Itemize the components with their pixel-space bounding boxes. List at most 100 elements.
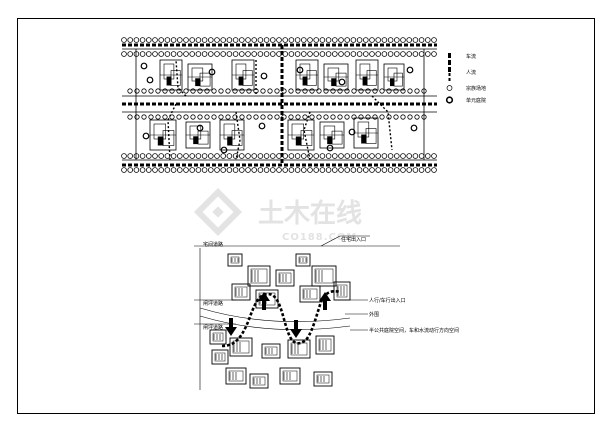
tree-icon [418, 51, 425, 57]
vehicle-flow-routes [122, 43, 437, 167]
tree-icon [331, 37, 338, 43]
tree-icon [127, 37, 133, 43]
tree-icon [400, 88, 406, 94]
tree-icon [393, 167, 400, 173]
tree-icon [276, 37, 282, 43]
tree-icon [393, 51, 400, 57]
tree-icon [211, 114, 217, 120]
tree-icon [344, 167, 351, 173]
tree-icon [189, 167, 196, 173]
building-cluster [353, 117, 379, 149]
section-building-blocks [209, 253, 351, 389]
tree-icon [300, 37, 307, 43]
tree-icon [337, 114, 343, 120]
tree-icon [319, 167, 326, 173]
tree-icon [431, 153, 437, 159]
tree-icon [251, 51, 258, 57]
tree-icon [225, 114, 231, 120]
tree-icon [424, 51, 431, 57]
tree-icon [197, 114, 203, 120]
tree-icon [232, 88, 238, 94]
tree-icon [269, 167, 276, 173]
tree-icon [121, 51, 127, 57]
label-left-lower: 闸坪道路 [203, 324, 223, 331]
legend-pedestrian-label: 人流 [466, 69, 476, 76]
building-cluster [149, 119, 177, 151]
tree-icon [307, 51, 313, 57]
tree-icon [208, 51, 214, 57]
tree-icon [325, 153, 332, 159]
tree-icon [276, 167, 282, 173]
arrow-up-icon [319, 292, 331, 310]
tree-icon [139, 153, 146, 159]
tree-icon [295, 114, 301, 120]
tree-icon [232, 153, 239, 159]
tree-icon [393, 114, 399, 120]
tree-icon [300, 167, 307, 173]
building-cluster [185, 121, 211, 149]
tree-icon [369, 153, 375, 159]
tree-icon [406, 37, 413, 43]
tree-icon [412, 153, 419, 159]
tree-icon [164, 37, 171, 43]
tree-icon [288, 88, 294, 94]
tree-icon [139, 167, 146, 173]
tree-icon [316, 114, 322, 120]
tree-icon [288, 153, 295, 159]
tree-icon [195, 37, 202, 43]
tree-icon [387, 51, 394, 57]
tree-icon [282, 37, 289, 43]
tree-icon [214, 51, 220, 57]
tree-icon [226, 37, 233, 43]
tree-icon [356, 153, 363, 159]
courtyard-tree-icon [260, 72, 268, 80]
tree-icon [344, 51, 351, 57]
tree-icon [424, 37, 431, 43]
tree-icon [127, 51, 133, 57]
tree-icon [257, 37, 264, 43]
tree-icon [406, 51, 413, 57]
tree-icon [331, 153, 338, 159]
courtyard-tree-icon [348, 128, 356, 136]
tree-icon [356, 167, 363, 173]
tree-icon [218, 88, 224, 94]
tree-icon [307, 37, 313, 43]
tree-icon [139, 51, 146, 57]
courtyard-tree-icon [258, 122, 266, 130]
tree-icon [220, 37, 227, 43]
tree-icon [208, 153, 214, 159]
watermark: 土木在线 CO188.COM [193, 187, 362, 243]
tree-icon [267, 114, 273, 120]
tree-icon [375, 153, 382, 159]
tree-icon [362, 153, 369, 159]
legend-hollow-circle-label: 宗族场地 [466, 85, 486, 92]
section-block [261, 343, 281, 359]
tree-icon [239, 153, 245, 159]
tree-icon [307, 153, 313, 159]
tree-icon [407, 114, 413, 120]
tree-icon [406, 167, 413, 173]
tree-icon [400, 114, 406, 120]
tree-icon [177, 153, 183, 159]
tree-icon [350, 51, 357, 57]
tree-icon [190, 88, 196, 94]
tree-icon [177, 51, 183, 57]
tree-icon [220, 51, 227, 57]
tree-icon [239, 88, 245, 94]
tree-icon [195, 153, 202, 159]
tree-icon [201, 153, 208, 159]
tree-icon [257, 167, 264, 173]
tree-icon [226, 167, 233, 173]
tree-icon [146, 37, 152, 43]
tree-icon [325, 167, 332, 173]
tree-icon [344, 153, 351, 159]
tree-icon [358, 88, 364, 94]
tree-icon [226, 153, 233, 159]
tree-icon [288, 37, 295, 43]
tree-icon [197, 88, 203, 94]
tree-icon [245, 51, 251, 57]
courtyard-tree-icon [410, 124, 418, 132]
section-block [247, 265, 271, 287]
tree-icon [245, 37, 251, 43]
tree-icon [381, 37, 388, 43]
